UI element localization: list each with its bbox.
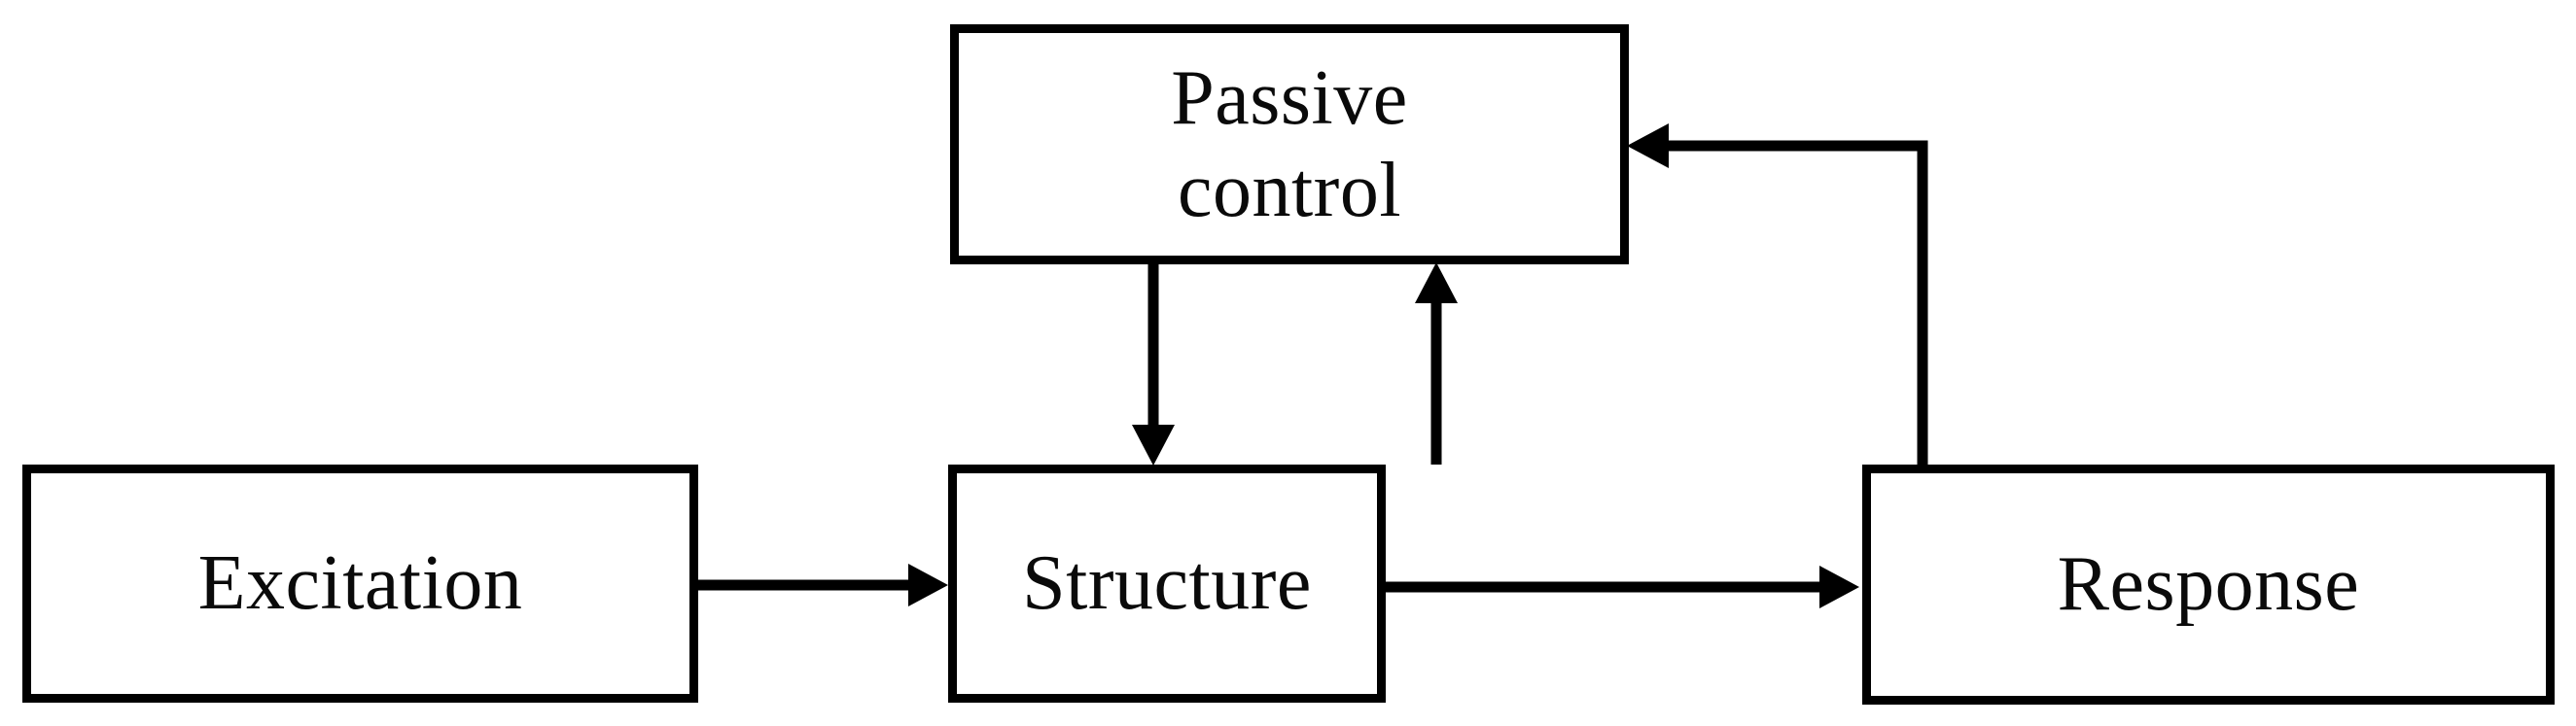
node-excitation-label: Excitation (197, 540, 523, 627)
node-structure[interactable]: Structure (948, 465, 1386, 703)
node-response[interactable]: Response (1862, 465, 2555, 705)
node-passive-control-label: Passive control (1171, 55, 1408, 233)
node-excitation[interactable]: Excitation (22, 465, 698, 703)
node-response-label: Response (2057, 541, 2360, 628)
edge-passive-control-to-structure (1132, 264, 1175, 466)
edge-response-to-passive-control (1627, 123, 1928, 467)
edge-structure-to-passive-control (1415, 262, 1458, 465)
edge-structure-to-response (1386, 566, 1859, 608)
edge-excitation-to-structure (698, 564, 948, 606)
node-passive-control[interactable]: Passive control (950, 24, 1629, 264)
node-structure-label: Structure (1022, 540, 1312, 627)
